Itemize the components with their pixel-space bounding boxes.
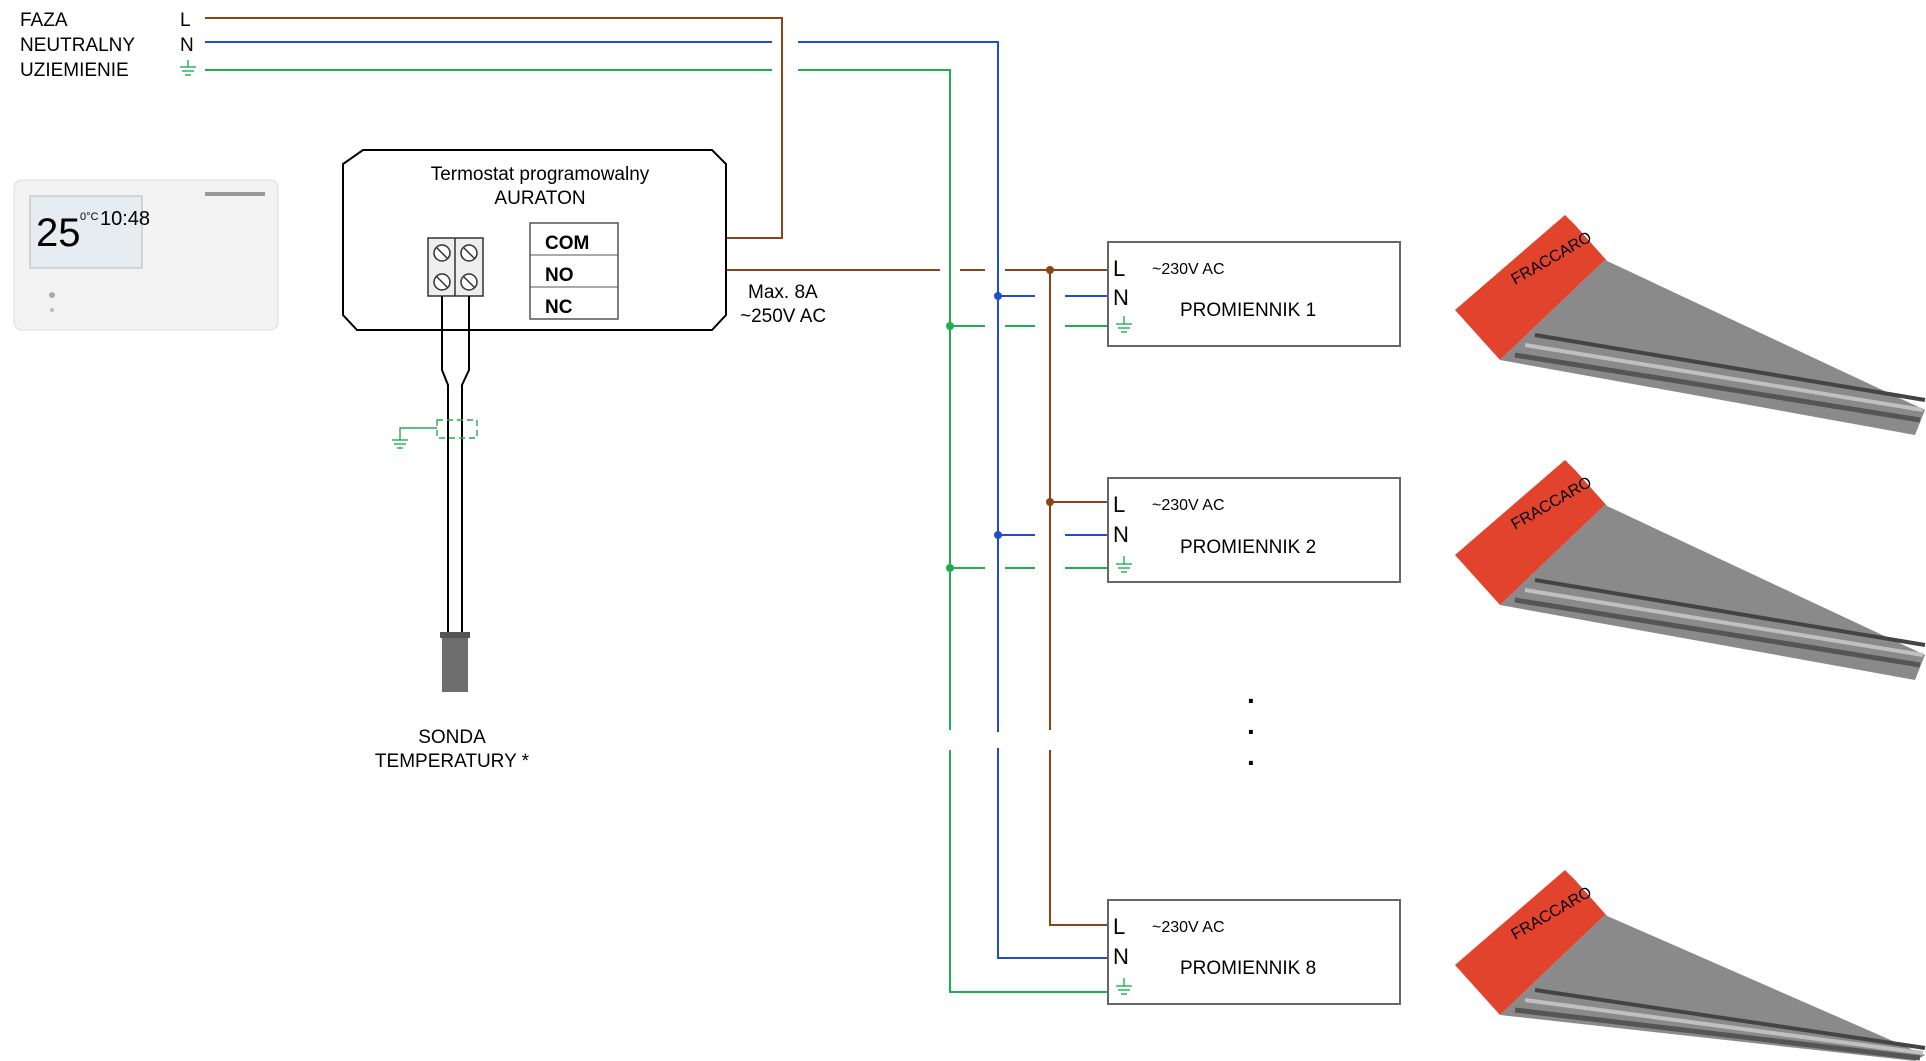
heater-8-L: L xyxy=(1113,914,1125,939)
thermostat-title: Termostat programowalny xyxy=(431,164,650,185)
relay-terminals: COM NO NC xyxy=(529,222,619,320)
terminal-nc: NC xyxy=(545,297,573,318)
terminal-com: COM xyxy=(545,233,589,254)
heater-1-voltage: ~230V AC xyxy=(1152,261,1225,278)
heater-2-N: N xyxy=(1113,522,1129,547)
heater-box-2: L N ~230V AC PROMIENNIK 2 xyxy=(1107,477,1401,583)
heater-photo-2: FRACCARO xyxy=(1455,460,1926,680)
heater-1-N: N xyxy=(1113,285,1129,310)
ellipsis-dot-3: · xyxy=(1247,747,1256,778)
heater-2-voltage: ~230V AC xyxy=(1152,497,1225,514)
terminal-no: NO xyxy=(545,265,574,286)
legend-earth-label: UZIEMIENIE xyxy=(20,60,129,81)
thermostat-box: Termostat programowalny AURATON COM NO N… xyxy=(342,149,727,331)
thermostat-photo: 25 0°C 10:48 xyxy=(13,179,279,331)
legend-neutral-label: NEUTRALNY xyxy=(20,35,135,56)
legend: FAZA NEUTRALNY UZIEMIENIE L N xyxy=(20,10,196,81)
display-time: 10:48 xyxy=(100,208,150,230)
heater-photo-1: FRACCARO xyxy=(1455,215,1926,435)
ellipsis-dot-2: · xyxy=(1247,716,1256,747)
earth-line-b xyxy=(798,69,951,730)
heater-1-name: PROMIENNIK 1 xyxy=(1180,300,1316,321)
probe-cable xyxy=(440,296,470,692)
heater-photo-8: FRACCARO xyxy=(1455,870,1926,1061)
rating-current: Max. 8A xyxy=(748,282,818,303)
probe-terminal-block xyxy=(427,237,484,297)
junction-dots xyxy=(946,266,1054,572)
heater-1-L: L xyxy=(1113,256,1125,281)
display-unit: 0°C xyxy=(80,211,99,223)
ellipsis-dot-1: · xyxy=(1247,685,1256,716)
probe-shield xyxy=(392,419,478,449)
heater-8-name: PROMIENNIK 8 xyxy=(1180,958,1316,979)
earth-icon xyxy=(1116,978,1132,995)
heater-2-L: L xyxy=(1113,492,1125,517)
ellipsis: · · · xyxy=(1247,685,1256,778)
rating-voltage: ~250V AC xyxy=(740,306,826,327)
neutral-line-b xyxy=(798,41,999,750)
heater-box-8: L N ~230V AC PROMIENNIK 8 xyxy=(1107,899,1401,1005)
heater-8-voltage: ~230V AC xyxy=(1152,919,1225,936)
display-temp: 25 xyxy=(36,211,81,255)
probe-label-2: TEMPERATURY * xyxy=(375,751,530,772)
heater-2-name: PROMIENNIK 2 xyxy=(1180,537,1316,558)
earth-icon xyxy=(1116,556,1132,573)
thermostat-model: AURATON xyxy=(494,188,585,209)
heater-8-N: N xyxy=(1113,944,1129,969)
probe-label-1: SONDA xyxy=(418,727,486,748)
legend-neutral-symbol: N xyxy=(180,35,194,56)
heater-box-1: L N ~230V AC PROMIENNIK 1 xyxy=(1107,241,1401,347)
earth-icon xyxy=(1116,316,1132,333)
legend-phase-symbol: L xyxy=(180,10,191,31)
earth-icon xyxy=(180,60,196,76)
legend-phase-label: FAZA xyxy=(20,10,68,31)
